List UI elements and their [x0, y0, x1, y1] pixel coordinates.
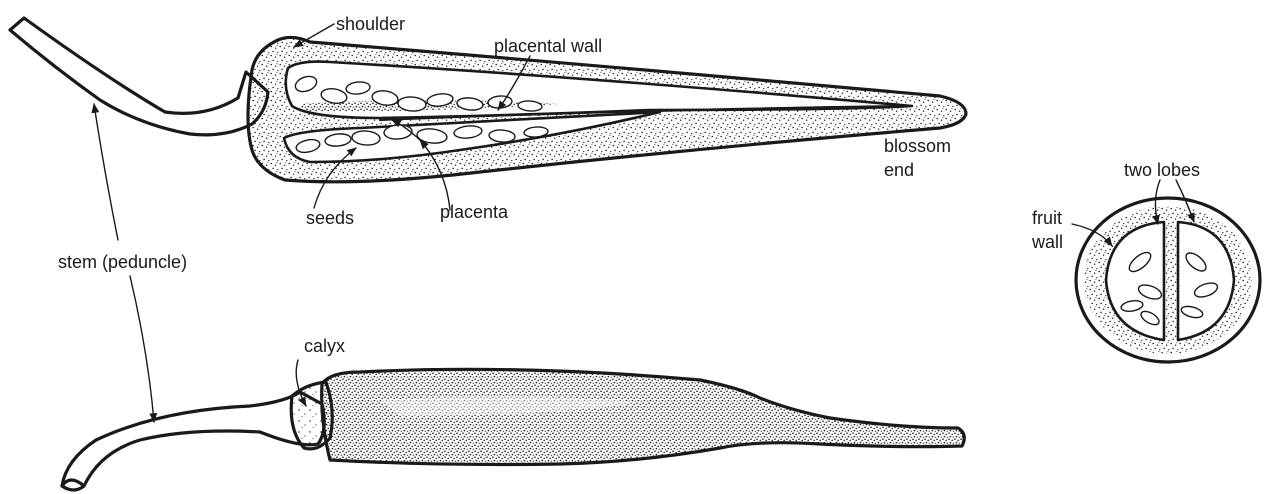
- label-fruit-wall-line1: fruit: [1032, 208, 1062, 228]
- pepper-whole-view: [62, 369, 964, 490]
- stem-leader-up: [94, 104, 118, 240]
- label-placenta: placenta: [440, 202, 509, 222]
- pepper-cross-section: [1076, 198, 1260, 362]
- label-fruit-wall-line2: wall: [1031, 232, 1063, 252]
- label-stem: stem (peduncle): [58, 252, 187, 272]
- stem-leader-down: [130, 276, 154, 422]
- label-two-lobes: two lobes: [1124, 160, 1200, 180]
- pepper-longitudinal-section: [10, 18, 966, 182]
- label-shoulder: shoulder: [336, 14, 405, 34]
- label-seeds: seeds: [306, 208, 354, 228]
- bottom-pepper-body: [322, 369, 965, 464]
- label-calyx: calyx: [304, 336, 345, 356]
- label-blossom-end-line1: blossom: [884, 136, 951, 156]
- label-blossom-end-line2: end: [884, 160, 914, 180]
- label-placental-wall: placental wall: [494, 36, 602, 56]
- diagram-labels: shoulder placental wall blossom end seed…: [58, 14, 1200, 356]
- top-stem: [10, 18, 268, 135]
- bottom-stem: [62, 392, 324, 489]
